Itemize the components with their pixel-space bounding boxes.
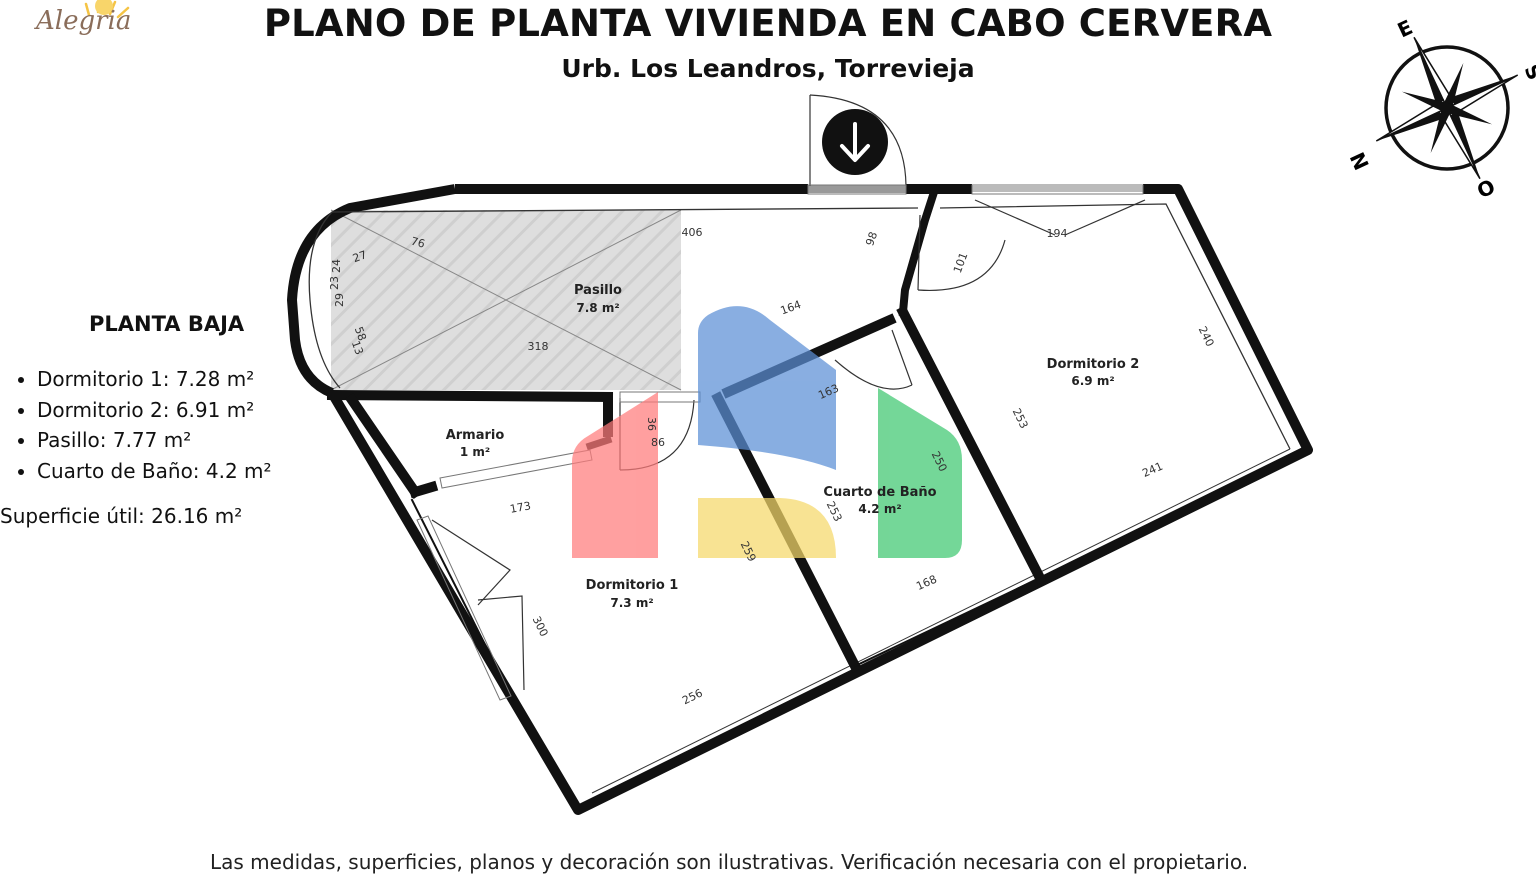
room-name-armario: Armario xyxy=(446,428,505,443)
dimension-label: 173 xyxy=(509,499,532,515)
room-area-list: Dormitorio 1: 7.28 m² Dormitorio 2: 6.91… xyxy=(0,364,300,486)
logo-text: Alegria xyxy=(36,6,132,36)
dimension-label: 253 xyxy=(824,499,845,524)
dimension-label: 194 xyxy=(1047,227,1068,240)
dimension-label: 240 xyxy=(1196,324,1217,349)
dimension-label: 86 xyxy=(651,436,665,449)
dimension-label: 24 xyxy=(330,259,343,273)
room-name-pasillo: Pasillo xyxy=(574,283,622,298)
dimension-label: 27 xyxy=(351,248,369,265)
dimension-label: 241 xyxy=(1140,460,1164,480)
list-item: Pasillo: 7.77 m² xyxy=(37,425,300,456)
dimension-label: 406 xyxy=(682,226,703,239)
room-area-pasillo: 7.8 m² xyxy=(576,301,619,315)
watermark-logo xyxy=(572,306,962,558)
arrow-down-icon xyxy=(822,109,888,175)
list-item: Dormitorio 1: 7.28 m² xyxy=(37,364,300,395)
page-title: PLANO DE PLANTA VIVIENDA EN CABO CERVERA xyxy=(263,2,1273,45)
dimension-label: 101 xyxy=(951,251,970,275)
page-subtitle: Urb. Los Leandros, Torrevieja xyxy=(561,54,975,83)
wall-inner-lines xyxy=(308,203,1291,794)
room-area-armario: 1 m² xyxy=(460,445,490,459)
exterior-walls xyxy=(287,184,1313,815)
area-summary: PLANTA BAJA Dormitorio 1: 7.28 m² Dormit… xyxy=(0,312,300,528)
room-labels: Pasillo 7.8 m² Armario 1 m² Dormitorio 1… xyxy=(446,283,1140,610)
dimension-label: 318 xyxy=(528,340,549,353)
total-area: Superficie útil: 26.16 m² xyxy=(0,504,243,528)
room-area-dormitorio-2: 6.9 m² xyxy=(1071,374,1114,388)
dimension-label: 168 xyxy=(914,573,938,593)
list-item: Dormitorio 2: 6.91 m² xyxy=(37,395,300,426)
dimension-label: 13 xyxy=(349,339,366,357)
room-name-dormitorio-2: Dormitorio 2 xyxy=(1047,357,1140,372)
dimension-label: 36 xyxy=(645,417,658,431)
room-name-bano: Cuarto de Baño xyxy=(823,485,936,500)
dimension-label: 76 xyxy=(409,235,426,251)
room-area-bano: 4.2 m² xyxy=(858,502,901,516)
compass-rose: E S O N xyxy=(1350,15,1536,203)
list-item: Cuarto de Baño: 4.2 m² xyxy=(37,456,300,487)
dimension-label: 256 xyxy=(680,686,705,707)
dimension-label: 23 xyxy=(328,276,341,290)
level-title: PLANTA BAJA xyxy=(89,312,245,336)
disclaimer: Las medidas, superficies, planos y decor… xyxy=(210,850,1249,874)
company-logo: Alegria xyxy=(20,0,170,80)
hatched-area xyxy=(330,209,682,391)
dimension-label: 300 xyxy=(530,614,551,639)
dimension-label: 253 xyxy=(1010,406,1031,431)
dimension-label: 29 xyxy=(333,293,346,307)
dimension-label: 98 xyxy=(863,230,880,248)
dimension-label: 164 xyxy=(779,298,803,317)
room-name-dormitorio-1: Dormitorio 1 xyxy=(586,578,679,593)
sun-icon xyxy=(84,0,130,19)
room-area-dormitorio-1: 7.3 m² xyxy=(610,596,653,610)
dimension-label: 58 xyxy=(352,325,369,343)
